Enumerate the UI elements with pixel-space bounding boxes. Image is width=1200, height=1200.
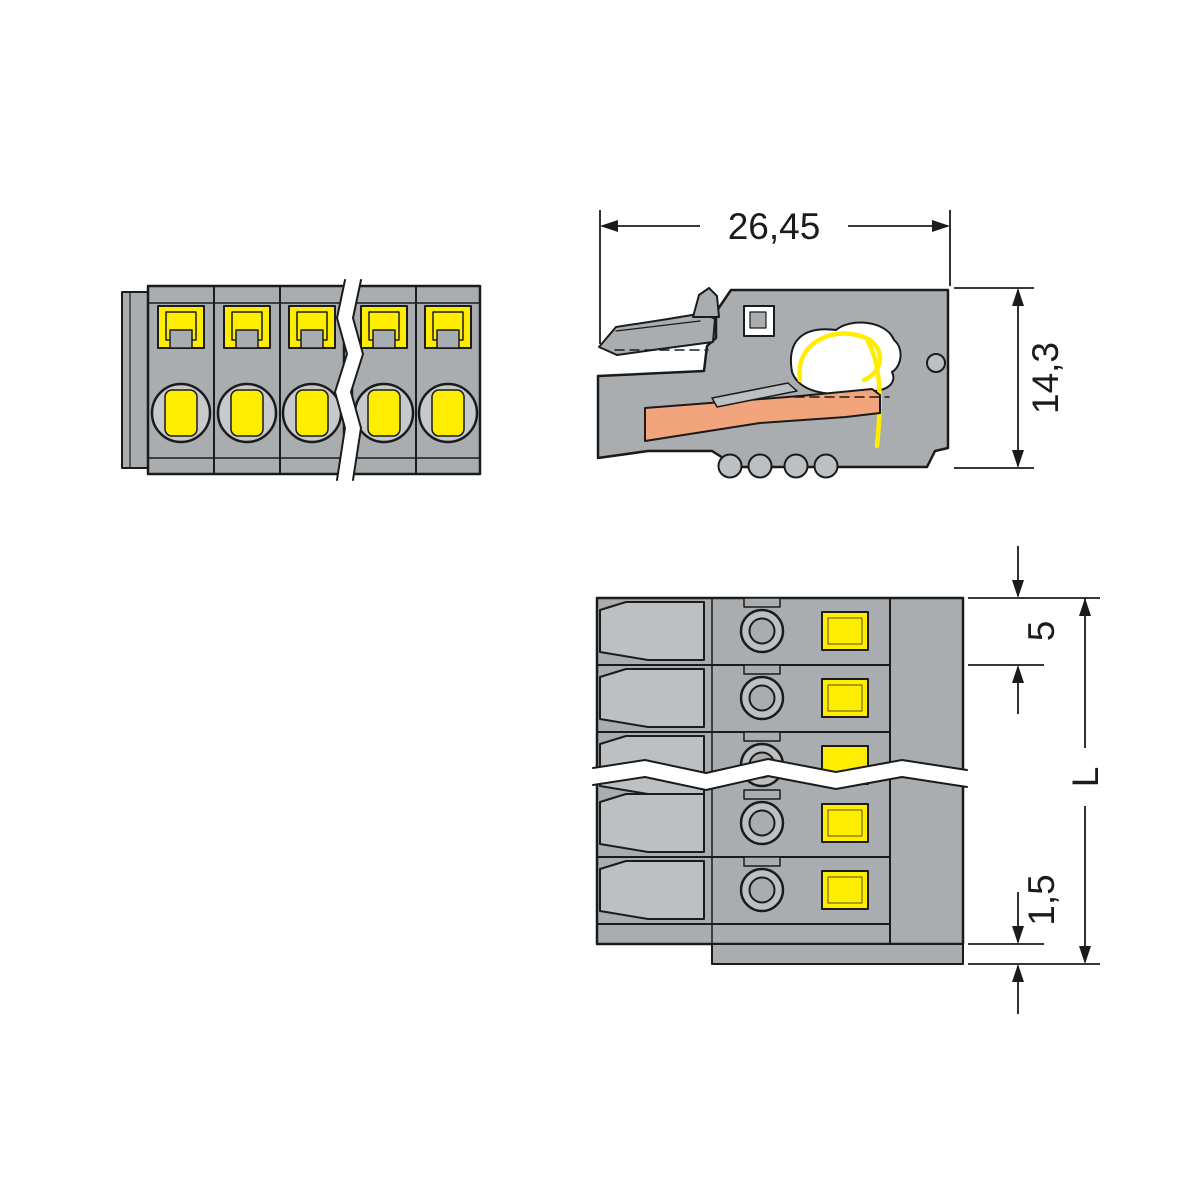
break-symbol-vertical [334, 279, 364, 481]
wire-entry-port [281, 382, 343, 444]
push-button [424, 305, 472, 349]
bottom-strut [711, 943, 964, 965]
arrowhead-up-icon [1012, 964, 1024, 982]
wire-entry-port [417, 382, 479, 444]
arrowhead-down-icon [1012, 450, 1024, 468]
arrowhead-up-icon [1012, 288, 1024, 306]
side-pin [926, 353, 946, 373]
coding-lug [783, 453, 809, 479]
arrowhead-left-icon [600, 220, 618, 232]
dimension-pitch: 5 [968, 546, 1100, 714]
dim-label-height: 14,3 [1025, 342, 1066, 414]
arrowhead-up-icon [1012, 665, 1024, 683]
wire-entry-port [150, 382, 212, 444]
pole-row [599, 597, 869, 661]
dimension-width: 26,45 [599, 206, 951, 344]
wire-entry-port [353, 382, 415, 444]
dim-label-length: L [1065, 767, 1106, 788]
busbar [644, 388, 881, 442]
dim-label-offset: 1,5 [1021, 874, 1062, 925]
latch-top [599, 860, 705, 920]
locking-latch [692, 287, 720, 318]
latch-top [599, 793, 705, 853]
arrowhead-down-icon [1012, 580, 1024, 598]
arrowhead-down-icon [1079, 946, 1091, 964]
dim-label-pitch: 5 [1021, 621, 1062, 642]
contact-finger [711, 382, 798, 408]
front-view [121, 279, 482, 481]
push-button [360, 305, 408, 349]
release-lever [598, 312, 716, 356]
push-buttons [157, 305, 472, 349]
coding-lug [747, 453, 773, 479]
coding-lug [717, 453, 743, 479]
pole-row [599, 664, 869, 728]
clamp-spring-leg [865, 339, 882, 449]
arrowhead-down-icon [1012, 926, 1024, 944]
latch-top [599, 668, 705, 728]
wire-entry-port [216, 382, 278, 444]
dimension-offset: 1,5 [968, 874, 1100, 1014]
push-button [157, 305, 205, 349]
top-view [592, 596, 968, 965]
arrowhead-up-icon [1079, 598, 1091, 616]
push-button [288, 305, 336, 349]
dimension-height: 14,3 [954, 287, 1066, 469]
break-symbol-horizontal [592, 758, 968, 791]
dim-label-width: 26,45 [728, 206, 821, 247]
side-view [596, 287, 950, 479]
dimension-length: L [1065, 598, 1106, 964]
wire-entry-ports [150, 382, 479, 444]
end-plate [121, 291, 149, 469]
pole-row [599, 856, 869, 920]
coding-lug [813, 453, 839, 479]
latch-top [599, 601, 705, 661]
pole-row [599, 789, 869, 853]
push-button [223, 305, 271, 349]
arrowhead-right-icon [932, 220, 950, 232]
